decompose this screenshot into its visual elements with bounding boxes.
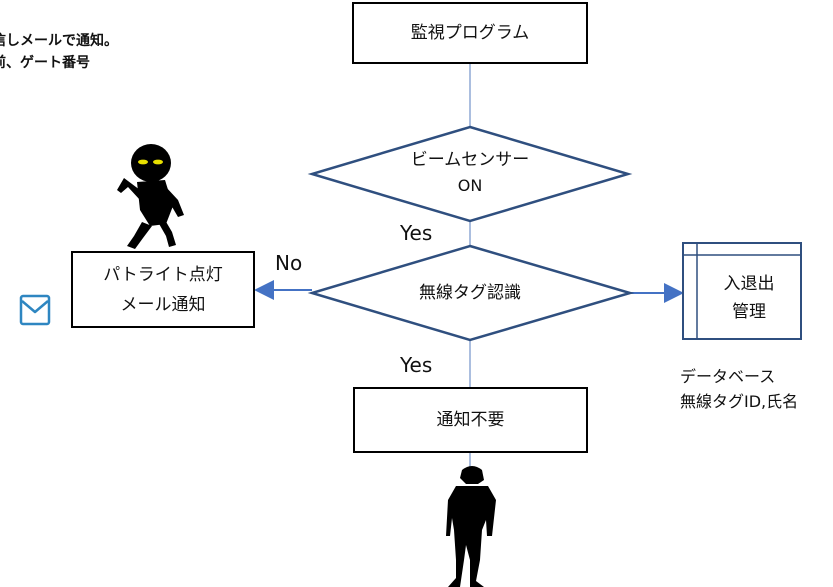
mail-notify-label: メール通知 [120,294,206,315]
no-notify-label: 通知不要 [436,409,505,430]
monitor-program-box [352,2,588,64]
no-notify-box [353,387,588,453]
rfid-check-label: 無線タグ認識 [419,282,521,303]
monitor-program-label: 監視プログラム [410,22,530,43]
entry-exit-box [682,242,802,340]
intruder-figure [117,144,184,249]
note-line-1: 信しメールで通知。 [0,33,118,49]
no-label: No [275,251,303,275]
rfid-check-diamond [307,244,635,342]
beam-sensor-label: ビームセンサー [410,149,530,170]
worker-figure [446,466,496,587]
database-title: データベース [680,367,776,386]
yes-label-2: Yes [400,353,433,377]
patlite-box [71,251,255,328]
entry-exit-label-1: 入退出 [723,273,775,294]
note-line-2: 前、ゲート番号 [0,55,90,71]
entry-exit-label-2: 管理 [732,301,766,322]
yes-label-1: Yes [400,221,433,245]
database-fields: 無線タグID,氏名 [680,392,799,411]
beam-sensor-diamond [307,125,633,223]
patlite-label: パトライト点灯 [103,264,223,285]
envelope-icon [19,294,51,326]
beam-sensor-on-label: ON [457,176,483,196]
